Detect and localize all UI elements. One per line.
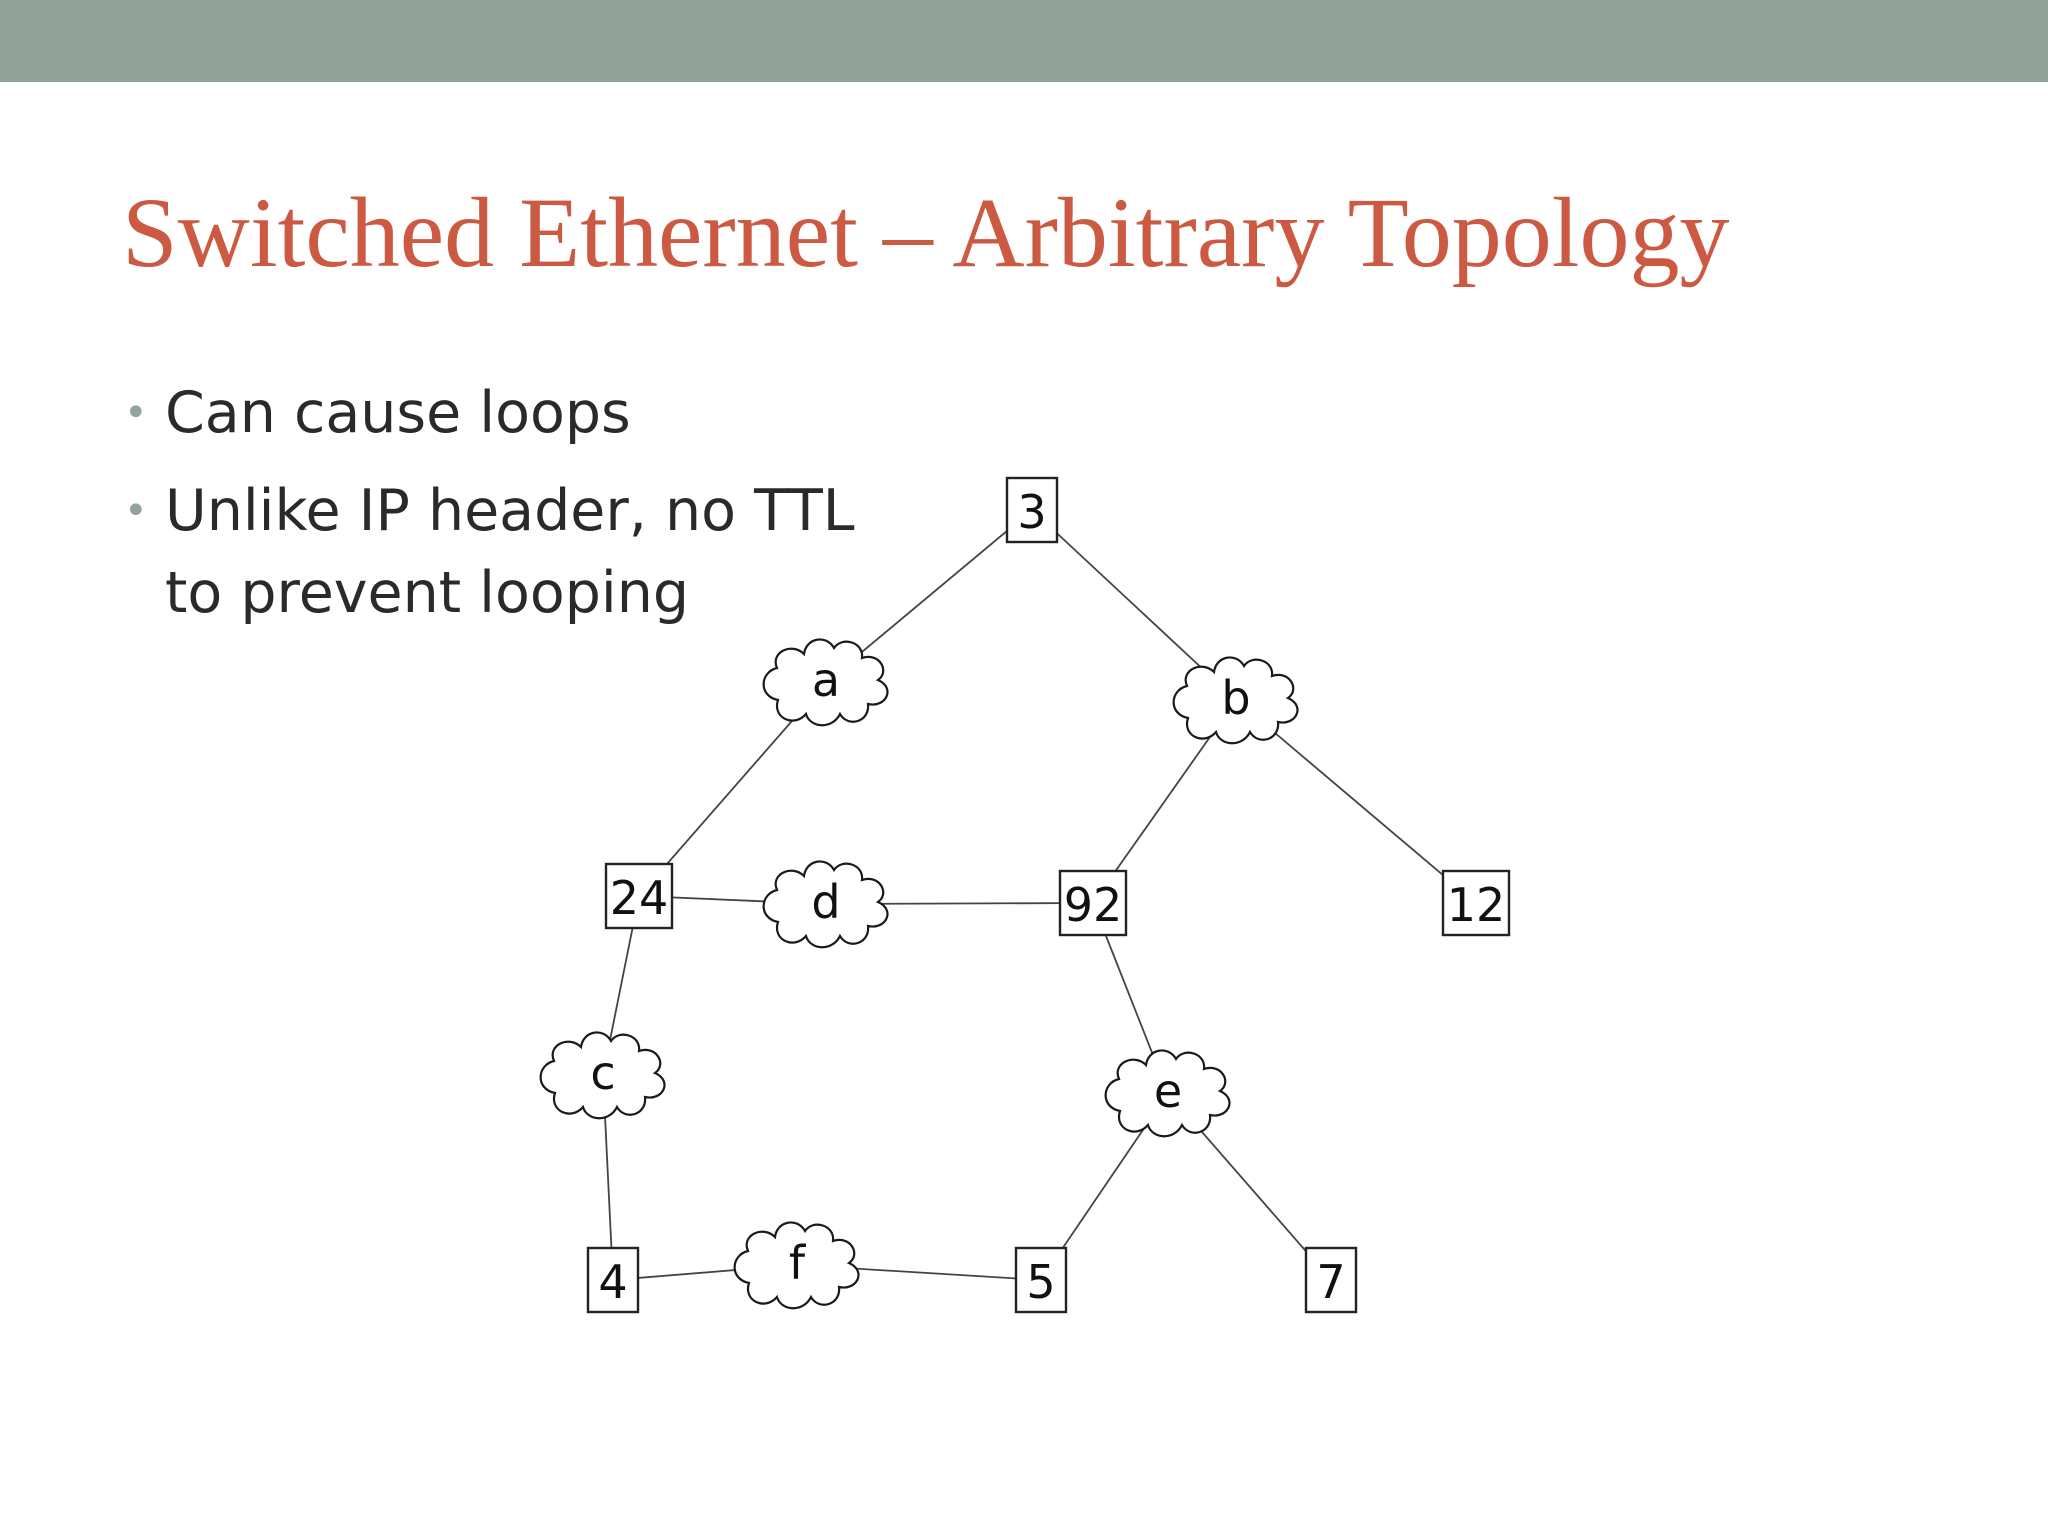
top-banner — [0, 0, 2048, 82]
bullet-item: • Can cause loops — [122, 372, 882, 454]
switch-7: 7 — [1304, 1246, 1358, 1314]
switch-box — [1304, 1246, 1358, 1314]
switch-3: 3 — [1005, 476, 1059, 544]
switch-box — [604, 862, 674, 930]
switch-label: 3 — [1017, 485, 1046, 539]
segment-label: f — [789, 1236, 807, 1290]
switch-5: 5 — [1014, 1246, 1068, 1314]
switch-92: 92 — [1058, 869, 1128, 937]
segment-d: d — [762, 860, 889, 949]
switch-label: 5 — [1026, 1255, 1055, 1309]
bullet-text: Can cause loops — [165, 380, 631, 446]
switch-label: 12 — [1447, 878, 1506, 932]
segment-label: a — [812, 653, 840, 707]
switch-box — [586, 1246, 640, 1314]
switch-box — [1014, 1246, 1068, 1314]
switch-box — [1441, 869, 1511, 937]
switch-label: 92 — [1064, 878, 1123, 932]
links-layer — [602, 509, 1477, 1281]
switch-box — [1005, 476, 1059, 544]
segment-f: f — [733, 1221, 860, 1310]
bullet-marker-icon: • — [124, 390, 148, 436]
segment-b: b — [1172, 656, 1299, 745]
slide-title: Switched Ethernet – Arbitrary Topology — [122, 177, 1730, 288]
bullet-list: • Can cause loops • Unlike IP header, no… — [122, 372, 882, 650]
segment-a: a — [762, 638, 889, 727]
switch-24: 24 — [604, 862, 674, 930]
segment-label: c — [590, 1046, 615, 1100]
nodes-layer: a b d c e f 3 24 92 12 4 5 7 — [539, 476, 1511, 1314]
switch-12: 12 — [1441, 869, 1511, 937]
switch-4: 4 — [586, 1246, 640, 1314]
segment-c: c — [539, 1031, 666, 1120]
bullet-item: • Unlike IP header, no TTL to prevent lo… — [122, 470, 882, 634]
switch-label: 4 — [598, 1255, 627, 1309]
segment-label: d — [811, 875, 840, 929]
segment-e: e — [1104, 1049, 1231, 1138]
switch-label: 7 — [1316, 1255, 1345, 1309]
segment-label: e — [1154, 1064, 1182, 1118]
bullet-text: Unlike IP header, no TTL to prevent loop… — [165, 478, 855, 626]
segment-label: b — [1221, 671, 1250, 725]
switch-box — [1058, 869, 1128, 937]
switch-label: 24 — [610, 871, 669, 925]
bullet-marker-icon: • — [124, 488, 148, 534]
